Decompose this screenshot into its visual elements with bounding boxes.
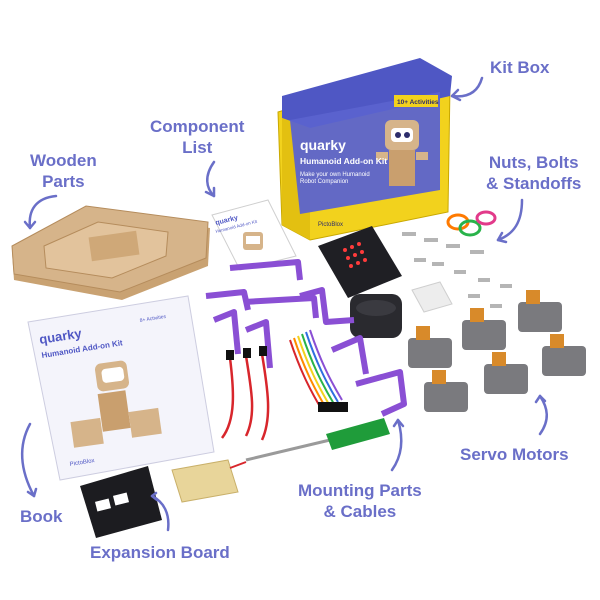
- mounting-arrow-icon: [390, 418, 405, 472]
- battery-holder: [350, 294, 402, 338]
- book-activities: 8+ Activities: [139, 314, 167, 324]
- component-list-card: [211, 199, 297, 271]
- wooden-parts-arrow-icon: [23, 194, 58, 230]
- book-arrow-icon: [20, 422, 38, 498]
- expansion-board-label: Expansion Board: [90, 543, 230, 562]
- servo-cables: [220, 346, 270, 441]
- servo-motors-arrow-icon: [534, 394, 548, 436]
- kit-box-label: Kit Box: [490, 58, 550, 77]
- mounting-label-line2: & Cables: [323, 502, 397, 521]
- wooden-parts: [11, 205, 210, 300]
- screwdriver: [245, 418, 390, 462]
- kit-box-brand: quarky: [300, 137, 346, 153]
- mounting-parts: [205, 259, 407, 417]
- kit-box-subtitle-1: Make your own Humanoid: [300, 172, 370, 178]
- ribbon-cable: [289, 329, 348, 412]
- kit-box: [277, 58, 452, 241]
- nuts-bolts-label: Nuts, Bolts & Standoffs: [486, 152, 581, 194]
- kit-box-arrow-icon: [450, 76, 484, 102]
- lipo-battery: [171, 459, 247, 503]
- component-list-label: Component List: [150, 116, 244, 158]
- nuts-bolts-arrow-icon: [496, 198, 524, 244]
- kit-box-maker: PictoBlox: [318, 222, 343, 228]
- servo-motors-label: Servo Motors: [460, 445, 569, 464]
- expansion-board-arrow-icon: [150, 491, 170, 532]
- component-list-label-line1: Component: [150, 117, 245, 136]
- nuts-bolts-label-line1: Nuts, Bolts: [488, 153, 579, 172]
- servo-motors: [408, 290, 586, 412]
- component-list-label-line2: List: [182, 138, 213, 157]
- nuts-bolts-standoffs: [402, 210, 512, 313]
- book-label: Book: [20, 507, 63, 526]
- quarky-board: [318, 226, 402, 298]
- wooden-parts-label-line1: Wooden: [30, 151, 97, 170]
- component-list-arrow-icon: [204, 160, 216, 198]
- nuts-bolts-label-line2: & Standoffs: [486, 174, 582, 193]
- mounting-label-line1: Mounting Parts: [298, 481, 422, 500]
- book-brand: quarky: [38, 325, 83, 347]
- book: [27, 295, 215, 481]
- mounting-label: Mounting Parts & Cables: [298, 480, 422, 522]
- wooden-parts-label-line2: Parts: [42, 172, 85, 191]
- kit-box-activities: 10+ Activities: [397, 99, 439, 106]
- wooden-parts-label: Wooden Parts: [30, 150, 97, 192]
- kit-box-subtitle-2: Robot Companion: [300, 179, 348, 185]
- kit-box-title: Humanoid Add-on Kit: [300, 156, 387, 166]
- book-maker: PictoBlox: [69, 458, 95, 468]
- expansion-board: [80, 466, 162, 538]
